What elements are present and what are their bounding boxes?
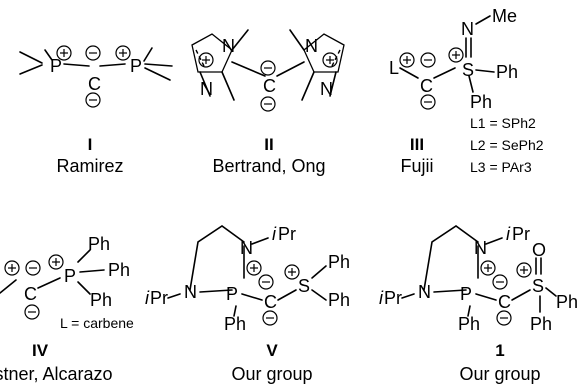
atom-o-1: O: [532, 240, 546, 260]
author-1: Our group: [459, 364, 540, 384]
atom-n-V-top: N: [240, 238, 253, 258]
atom-c-V: C: [264, 292, 277, 312]
atom-i-V-left: i: [145, 288, 150, 308]
atom-s-V: S: [298, 276, 310, 296]
atom-ph-1-right: Ph: [556, 292, 578, 312]
atom-pr-V-left: Pr: [150, 288, 168, 308]
atom-p-IV: P: [64, 266, 76, 286]
atom-l-III: L: [389, 58, 399, 78]
atom-p-right: P: [130, 56, 142, 76]
label-V: V: [266, 341, 278, 360]
atom-n-II-bottom-left: N: [200, 79, 213, 99]
atom-pr-V-top: Pr: [278, 224, 296, 244]
atom-n-II-top-right: N: [305, 36, 318, 56]
author-I: Ramirez: [56, 156, 123, 176]
label-I: I: [88, 135, 93, 154]
ligand-L2: L2 = SePh2: [470, 137, 544, 153]
atom-n-II-bottom-right: N: [320, 79, 333, 99]
atom-n-V-left: N: [184, 282, 197, 302]
atom-c-IV: C: [24, 284, 37, 304]
atom-n-III: N: [461, 19, 474, 39]
atom-i-V-top: i: [272, 224, 277, 244]
atom-i-1-left: i: [379, 288, 384, 308]
atom-c-1: C: [498, 292, 511, 312]
label-II: II: [264, 135, 273, 154]
atom-ph-IV-bottom: Ph: [90, 290, 112, 310]
atom-pr-1-left: Pr: [384, 288, 402, 308]
atom-c-III: C: [420, 76, 433, 96]
atom-ph-V-top: Ph: [328, 252, 350, 272]
compound-II: N N C N N II Bertrand, Ong: [191, 29, 345, 176]
atom-me-III: Me: [492, 6, 517, 26]
atom-s-1: S: [532, 276, 544, 296]
atom-p-1: P: [460, 284, 472, 304]
atom-ph-III-bottom: Ph: [470, 92, 492, 112]
label-III: III: [410, 135, 424, 154]
compound-I: P C P I Ramirez: [19, 45, 173, 176]
atom-ph-1-lower: Ph: [530, 314, 552, 334]
ligand-L1: L1 = SPh2: [470, 115, 536, 131]
atom-ph-V-bottom: Ph: [224, 314, 246, 334]
compound-V: N i Pr N i Pr P Ph C S Ph Ph V Our group: [145, 224, 350, 384]
atom-ph-1-bottom: Ph: [458, 314, 480, 334]
atom-ph-III-right: Ph: [496, 62, 518, 82]
atom-ph-IV-top: Ph: [88, 234, 110, 254]
author-III: Fujii: [400, 156, 433, 176]
atom-p-left: P: [50, 56, 62, 76]
atom-ph-V-right: Ph: [328, 290, 350, 310]
author-II: Bertrand, Ong: [212, 156, 325, 176]
compound-III: L C S N Me Ph Ph III Fujii L1 = SPh2 L2 …: [389, 6, 544, 176]
atom-n-1-top: N: [474, 238, 487, 258]
atom-c-I: C: [88, 74, 101, 94]
note-IV: L = carbene: [60, 315, 134, 331]
atom-i-1-top: i: [506, 224, 511, 244]
ligand-L3: L3 = PAr3: [470, 159, 532, 175]
atom-pr-1-top: Pr: [512, 224, 530, 244]
author-V: Our group: [231, 364, 312, 384]
label-IV: IV: [32, 341, 49, 360]
label-1: 1: [495, 341, 504, 360]
atom-c-II: C: [263, 76, 276, 96]
atom-p-V: P: [226, 284, 238, 304]
atom-ph-IV-right: Ph: [108, 260, 130, 280]
compound-IV: C P Ph Ph Ph L = carbene IV Fürstner, Al…: [0, 234, 134, 384]
author-IV: Fürstner, Alcarazo: [0, 364, 113, 384]
atom-n-II-top-left: N: [222, 36, 235, 56]
compound-1: N i Pr N i Pr P Ph C S O Ph Ph 1 Our gro…: [379, 224, 578, 384]
atom-n-1-left: N: [418, 282, 431, 302]
atom-s-III: S: [462, 60, 474, 80]
